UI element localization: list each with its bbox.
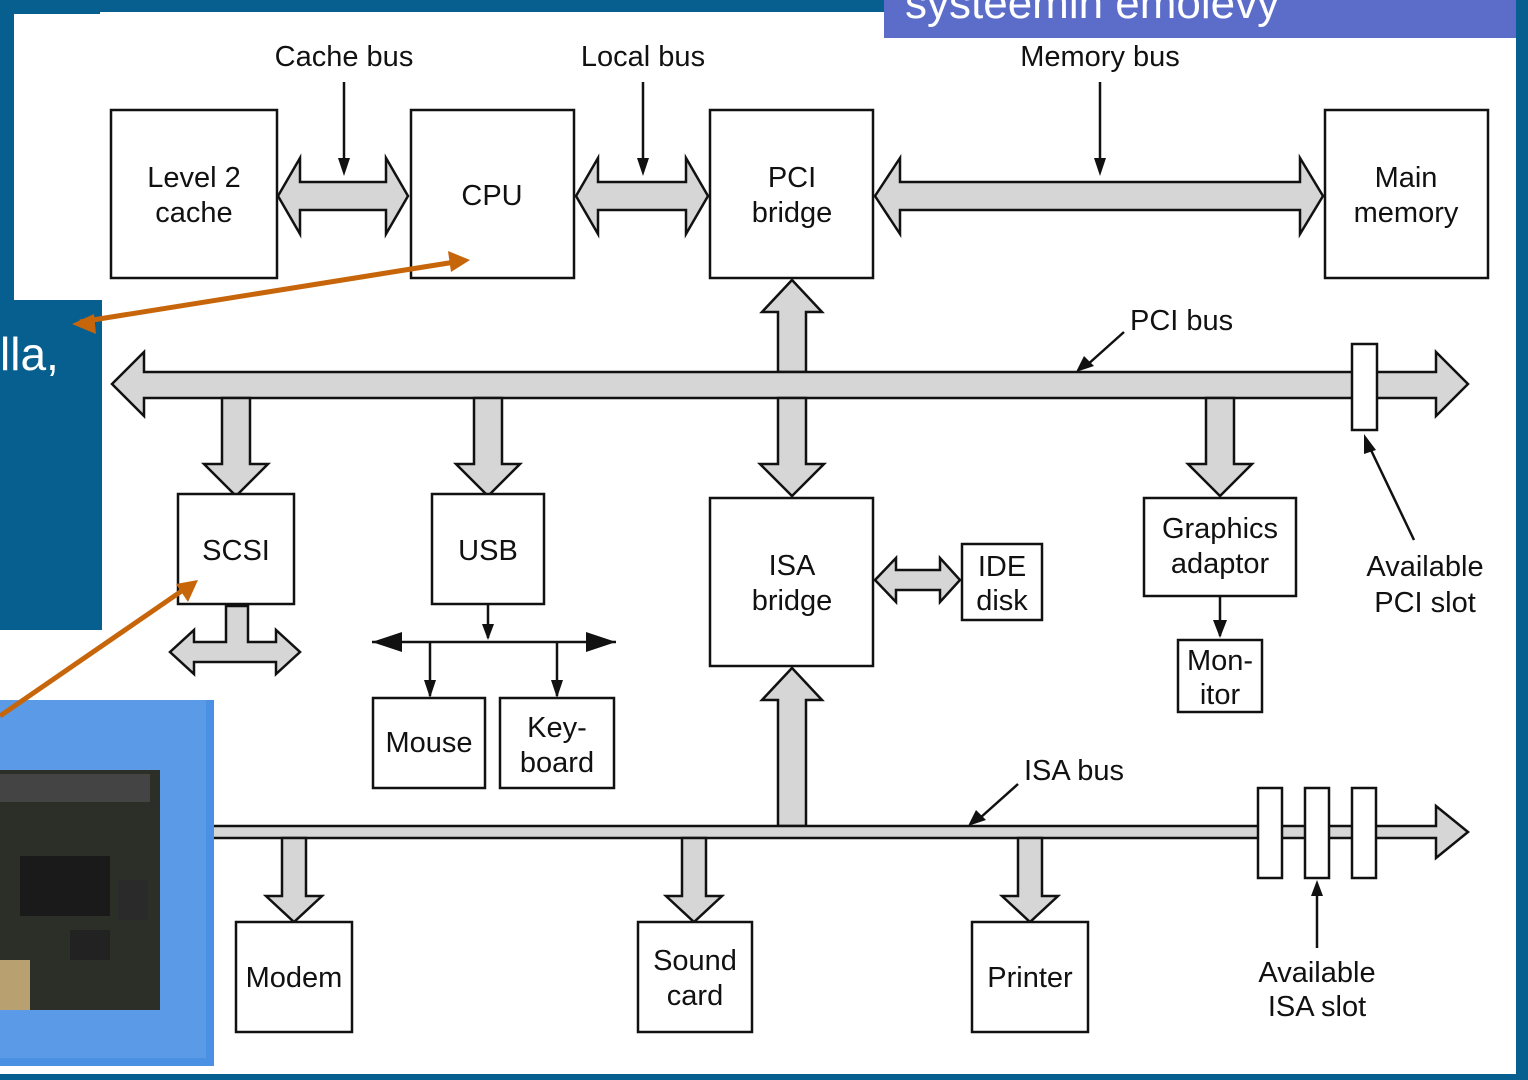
isa-to-sound-arrow [662, 836, 726, 924]
pci-slot [1350, 342, 1379, 432]
pci-bus-pointer-head [1076, 356, 1094, 372]
level2-cache-label-1: Level 2 [147, 162, 241, 194]
pci-to-usb-arrow [452, 396, 524, 498]
slide-header-fragment: systeemin emolevy [905, 0, 1279, 28]
pci-bridge-label-1: PCI [768, 162, 816, 194]
isa-slot-2 [1303, 786, 1331, 880]
slide-blue-frame-bottom [0, 1074, 1528, 1080]
local-bus-pointer-head [637, 158, 649, 176]
modem-label: Modem [246, 962, 343, 994]
scsi-label: SCSI [202, 535, 270, 567]
slide-side-fragment: lla, [0, 328, 59, 380]
isa-slot-1 [1256, 786, 1284, 880]
isa-bridge-label-2: bridge [752, 585, 833, 617]
scsi-callout-arrow [0, 585, 188, 719]
usb-stem-head [482, 624, 494, 640]
cache-bus-pointer-head [338, 158, 350, 176]
ide-disk-label-1: IDE [978, 551, 1026, 583]
main-memory-label-1: Main [1375, 162, 1438, 194]
scsi-external-link [168, 604, 302, 677]
memory-bus-pointer-head [1094, 158, 1106, 176]
keyboard-box [498, 696, 616, 790]
pci-slot-label-2: PCI slot [1374, 587, 1476, 619]
slide-blue-frame-right [1516, 0, 1528, 1080]
pci-slot-label-1: Available [1366, 551, 1483, 583]
ide-disk-box [960, 542, 1044, 622]
usb-to-mouse-head [424, 680, 436, 698]
graphics-adaptor-label-1: Graphics [1162, 513, 1278, 545]
slide-side-panel [0, 300, 102, 630]
isa-slot-pointer-head [1311, 880, 1323, 896]
usb-to-keyboard-head [551, 680, 563, 698]
sound-card-label-1: Sound [653, 945, 737, 977]
local-bus-label: Local bus [581, 41, 705, 73]
isa-bus-pointer [979, 783, 1019, 819]
photo-chip-2 [70, 930, 110, 960]
mouse-box [371, 696, 487, 790]
local-bus [574, 153, 710, 239]
pci-slot-pointer-head [1364, 434, 1376, 454]
pci-bus [110, 348, 1470, 420]
main-memory-box [1323, 108, 1490, 280]
pci-to-graphics-arrow [1184, 396, 1256, 498]
pci-slot-pointer [1368, 447, 1416, 541]
cpu-box [409, 108, 576, 280]
cache-bus-label: Cache bus [275, 41, 414, 73]
isa-to-printer-arrow [998, 836, 1062, 924]
isa-bridge-box [708, 496, 875, 668]
level2-cache-box [109, 108, 279, 280]
monitor-label-1: Mon- [1187, 645, 1253, 677]
scsi-callout-head [176, 580, 198, 602]
memory-bus-label: Memory bus [1020, 41, 1180, 73]
scsi-card-photo [0, 700, 214, 1066]
keyboard-label-1: Key- [527, 712, 587, 744]
isa-slot-3 [1350, 786, 1378, 880]
usb-bus-left-head [372, 632, 402, 652]
usb-bus-right-head [586, 632, 616, 652]
printer-box [970, 920, 1090, 1034]
pci-to-scsi-arrow [200, 396, 272, 498]
cpu-label: CPU [461, 180, 522, 212]
printer-label: Printer [987, 962, 1073, 994]
isa-bus-label: ISA bus [1024, 755, 1124, 787]
mouse-label: Mouse [385, 727, 472, 759]
main-memory-label-2: memory [1354, 197, 1459, 229]
isa-slot-label-2: ISA slot [1268, 991, 1366, 1023]
modem-box [234, 920, 354, 1034]
sound-card-label-2: card [667, 980, 723, 1012]
cpu-callout-head-right [448, 251, 470, 272]
pci-bridge-label-2: bridge [752, 197, 833, 229]
ide-disk-label-2: disk [976, 585, 1028, 617]
pci-isa-bridge-link [756, 396, 828, 498]
pci-bus-label: PCI bus [1130, 305, 1233, 337]
pci-bridge-box [708, 108, 875, 280]
sound-card-box [636, 920, 754, 1034]
monitor-label-2: itor [1200, 679, 1241, 711]
monitor-box [1176, 638, 1264, 714]
scsi-box [176, 492, 296, 606]
ide-link [873, 554, 962, 606]
isa-bridge-label-1: ISA [769, 550, 816, 582]
photo-bracket [0, 960, 30, 1010]
isa-bus [198, 803, 1470, 861]
cpu-callout-arrow [79, 259, 456, 325]
usb-box [430, 492, 546, 606]
cache-bus [276, 153, 410, 239]
cpu-callout-head-left [72, 314, 96, 334]
isa-slot-label-1: Available [1258, 957, 1375, 989]
isa-bus-pointer-head [968, 810, 986, 826]
graphics-adaptor-label-2: adaptor [1171, 548, 1270, 580]
isa-to-modem-arrow [262, 836, 326, 924]
pci-bus-pointer [1085, 331, 1125, 367]
photo-chip [20, 856, 110, 916]
graphics-to-monitor-head [1213, 620, 1227, 638]
level2-cache-label-2: cache [155, 197, 232, 229]
photo-chip-3 [118, 880, 148, 920]
usb-label: USB [458, 535, 518, 567]
memory-bus [873, 153, 1325, 239]
photo-connector [0, 774, 150, 802]
keyboard-label-2: board [520, 747, 594, 779]
slide-header-box [884, 0, 1516, 38]
